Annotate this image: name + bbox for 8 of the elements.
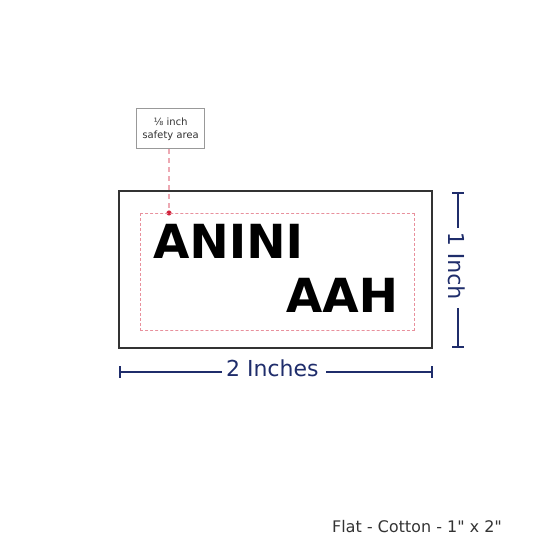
- label-name-text: ANINI AAH: [153, 216, 398, 324]
- label-outline: [118, 190, 433, 349]
- safety-area: [140, 213, 415, 331]
- caption-text: Flat - Cotton - 1" x 2": [332, 517, 502, 536]
- callout-text: ⅛ inch safety area: [141, 116, 200, 142]
- callout-box: [136, 108, 205, 149]
- dimension-label: 1 Inch: [442, 232, 468, 300]
- dimension-label: 2 Inches: [226, 357, 318, 382]
